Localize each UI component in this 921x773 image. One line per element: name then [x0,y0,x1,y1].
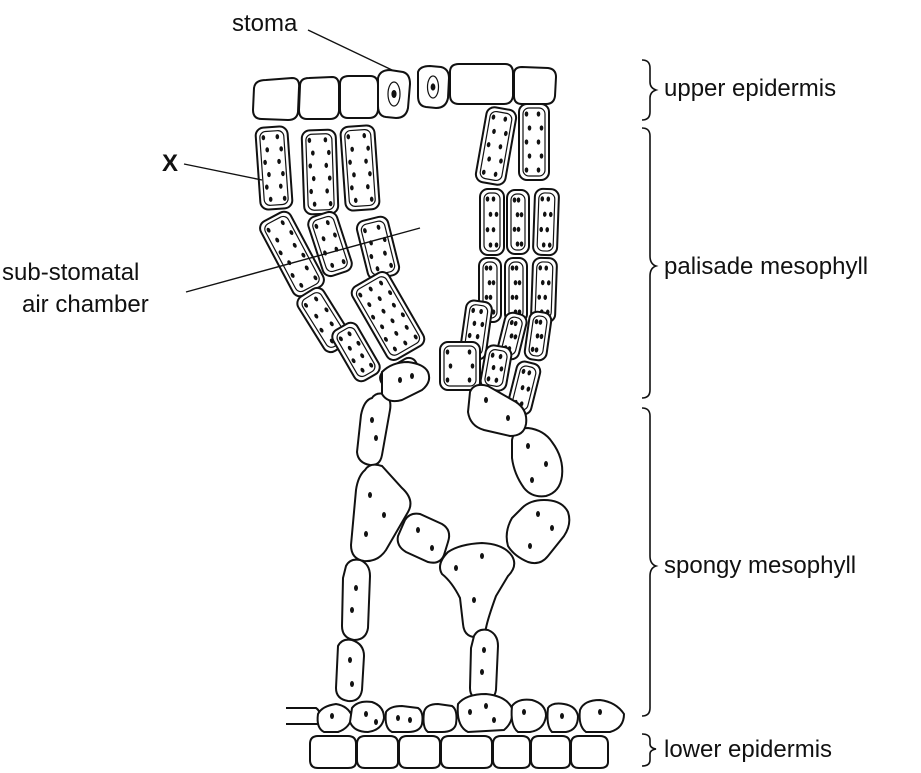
palisade-cell [440,342,480,390]
palisade-cell [355,215,401,281]
x-marker-label: X [162,150,178,178]
spongy-mesophyll-brace [642,408,656,716]
lower-epidermis-cells [310,736,608,768]
palisade-mesophyll-brace [642,128,656,398]
lower-epidermis-label: lower epidermis [664,736,832,764]
palisade-cell [475,106,518,186]
palisade-cell [302,129,339,214]
x-leader-line [184,164,262,180]
palisade-cell [533,189,559,256]
stoma-label: stoma [232,10,297,38]
upper-epidermis-brace [642,60,656,120]
sub-stomatal-label-line1: sub-stomatal [2,259,139,287]
palisade-cell [340,125,380,211]
lower-inner-cells [286,694,624,732]
palisade-cell [255,126,293,210]
upper-epidermis-label: upper epidermis [664,75,836,103]
palisade-cell [507,190,529,254]
spongy-mesophyll-label: spongy mesophyll [664,552,856,580]
stoma-leader-line [308,30,392,70]
lower-epidermis-brace [642,734,656,766]
layer-braces [642,60,656,766]
stoma-guard-cells [378,66,449,118]
sub-stomatal-label-line2: air chamber [22,291,149,319]
palisade-cell [524,311,552,362]
palisade-cell [519,104,549,180]
spongy-mesophyll-cells [336,362,569,701]
palisade-cell [480,189,504,255]
palisade-mesophyll-label: palisade mesophyll [664,253,868,281]
